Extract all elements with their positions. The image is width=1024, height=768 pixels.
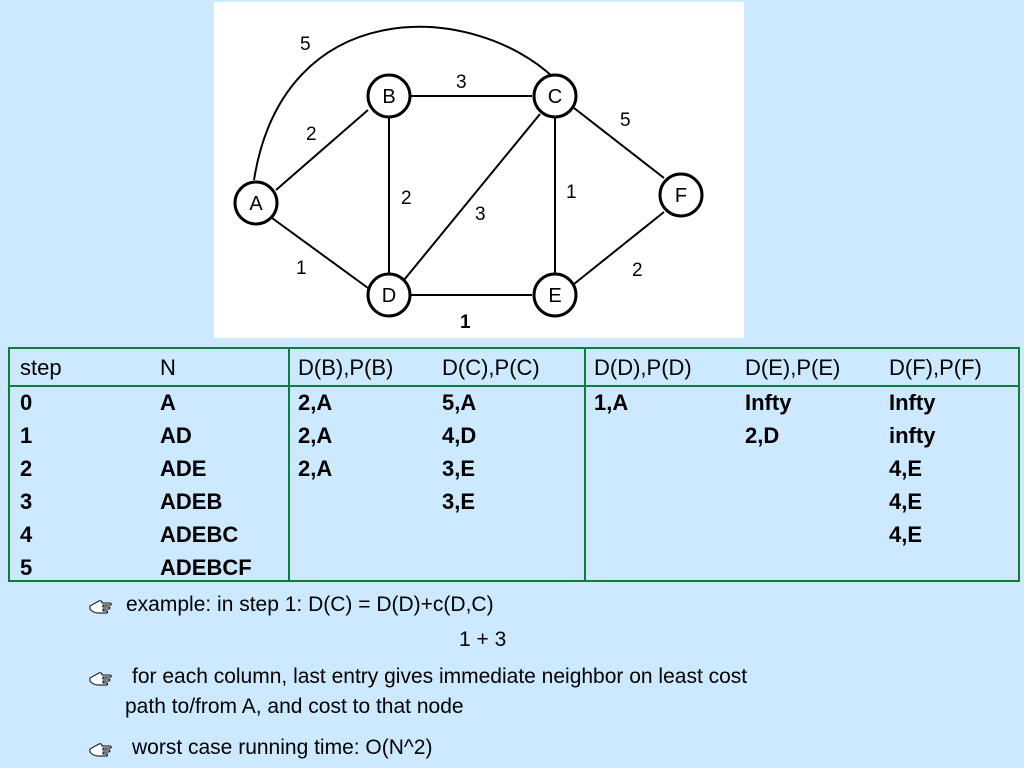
table-cell: 2 bbox=[20, 456, 33, 481]
table-cell: infty bbox=[889, 423, 936, 448]
pointing-hand-icon bbox=[89, 600, 112, 614]
weight-c-e: 1 bbox=[566, 182, 577, 203]
edge-a-c bbox=[253, 26, 555, 181]
network-graph-panel: 5 2 3 2 3 1 5 1 1 2 A B C bbox=[214, 2, 744, 338]
table-cell: 4,E bbox=[889, 522, 923, 547]
weight-a-d: 1 bbox=[296, 258, 307, 279]
table-cell: AD bbox=[160, 423, 192, 448]
table-cell: 0 bbox=[20, 390, 33, 415]
table-cell: 2,A bbox=[298, 456, 333, 481]
table-cell: 1 bbox=[20, 423, 33, 448]
pointing-hand-icon bbox=[89, 672, 112, 686]
node-d-label: D bbox=[382, 285, 396, 307]
table-cell: 2,A bbox=[298, 390, 333, 415]
table-cell: 2,D bbox=[745, 423, 780, 448]
node-b-label: B bbox=[382, 86, 395, 108]
header-de: D(E),P(E) bbox=[745, 355, 841, 380]
node-c: C bbox=[532, 73, 578, 119]
table-cell: 5 bbox=[20, 555, 33, 580]
weight-e-f: 2 bbox=[632, 260, 643, 281]
pointing-hand-icon bbox=[89, 743, 112, 757]
edge-c-f bbox=[573, 107, 665, 179]
node-f: F bbox=[658, 172, 704, 218]
dijkstra-table: step N D(B),P(B) D(C),P(C) D(D),P(D) D(E… bbox=[8, 347, 1020, 582]
bullet-example: example: in step 1: D(C) = D(D)+c(D,C) bbox=[126, 593, 494, 616]
table-cell: 3,E bbox=[442, 456, 476, 481]
table-cell: Infty bbox=[889, 390, 936, 415]
node-f-label: F bbox=[675, 185, 687, 207]
edge-d-c bbox=[403, 113, 541, 281]
table-cell: 2,A bbox=[298, 423, 333, 448]
table-cell: 1,A bbox=[594, 390, 629, 415]
table-header-divider bbox=[10, 385, 1018, 387]
table-divider-1 bbox=[288, 349, 290, 580]
table-cell: ADEBCF bbox=[160, 555, 252, 580]
node-a: A bbox=[233, 180, 279, 226]
table-cell: 3,E bbox=[442, 489, 476, 514]
bullet-example-sum: 1 + 3 bbox=[459, 628, 507, 651]
edge-a-d bbox=[271, 217, 369, 289]
table-cell: 5,A bbox=[442, 390, 477, 415]
table-cell: 4,D bbox=[442, 423, 477, 448]
table-cell: ADEBC bbox=[160, 522, 239, 547]
table-cell: A bbox=[160, 390, 176, 415]
weight-a-b: 2 bbox=[306, 124, 317, 145]
bullet-column-line-2: path to/from A, and cost to that node bbox=[125, 695, 464, 718]
header-step: step bbox=[20, 355, 62, 380]
weight-d-e: 1 bbox=[460, 312, 471, 333]
header-dc: D(C),P(C) bbox=[442, 355, 540, 380]
weight-c-f: 5 bbox=[620, 110, 631, 131]
bullet-column-line-1: for each column, last entry gives immedi… bbox=[132, 665, 748, 688]
weight-a-c: 5 bbox=[300, 34, 311, 55]
table-divider-2 bbox=[584, 349, 586, 580]
bullet-worst-case: worst case running time: O(N^2) bbox=[132, 736, 433, 759]
table-cell: 4,E bbox=[889, 456, 923, 481]
node-c-label: C bbox=[548, 86, 562, 108]
table-cell: Infty bbox=[745, 390, 792, 415]
header-n: N bbox=[160, 355, 176, 380]
node-e: E bbox=[532, 272, 578, 318]
weight-d-c: 3 bbox=[475, 204, 486, 225]
node-b: B bbox=[366, 73, 412, 119]
edge-e-f bbox=[573, 211, 665, 285]
edge-a-b bbox=[275, 109, 369, 191]
table-cell: 3 bbox=[20, 489, 33, 514]
node-e-label: E bbox=[548, 285, 561, 307]
header-db: D(B),P(B) bbox=[298, 355, 394, 380]
node-d: D bbox=[366, 272, 412, 318]
table-cell: ADEB bbox=[160, 489, 223, 514]
table-cell: 4,E bbox=[889, 489, 923, 514]
weight-b-d: 2 bbox=[401, 188, 412, 209]
node-a-label: A bbox=[249, 193, 263, 215]
network-graph: 5 2 3 2 3 1 5 1 1 2 A B C bbox=[233, 26, 704, 333]
header-df: D(F),P(F) bbox=[889, 355, 982, 380]
weight-b-c: 3 bbox=[456, 72, 467, 93]
table-cell: 4 bbox=[20, 522, 33, 547]
table-cell: ADE bbox=[160, 456, 207, 481]
header-dd: D(D),P(D) bbox=[594, 355, 692, 380]
